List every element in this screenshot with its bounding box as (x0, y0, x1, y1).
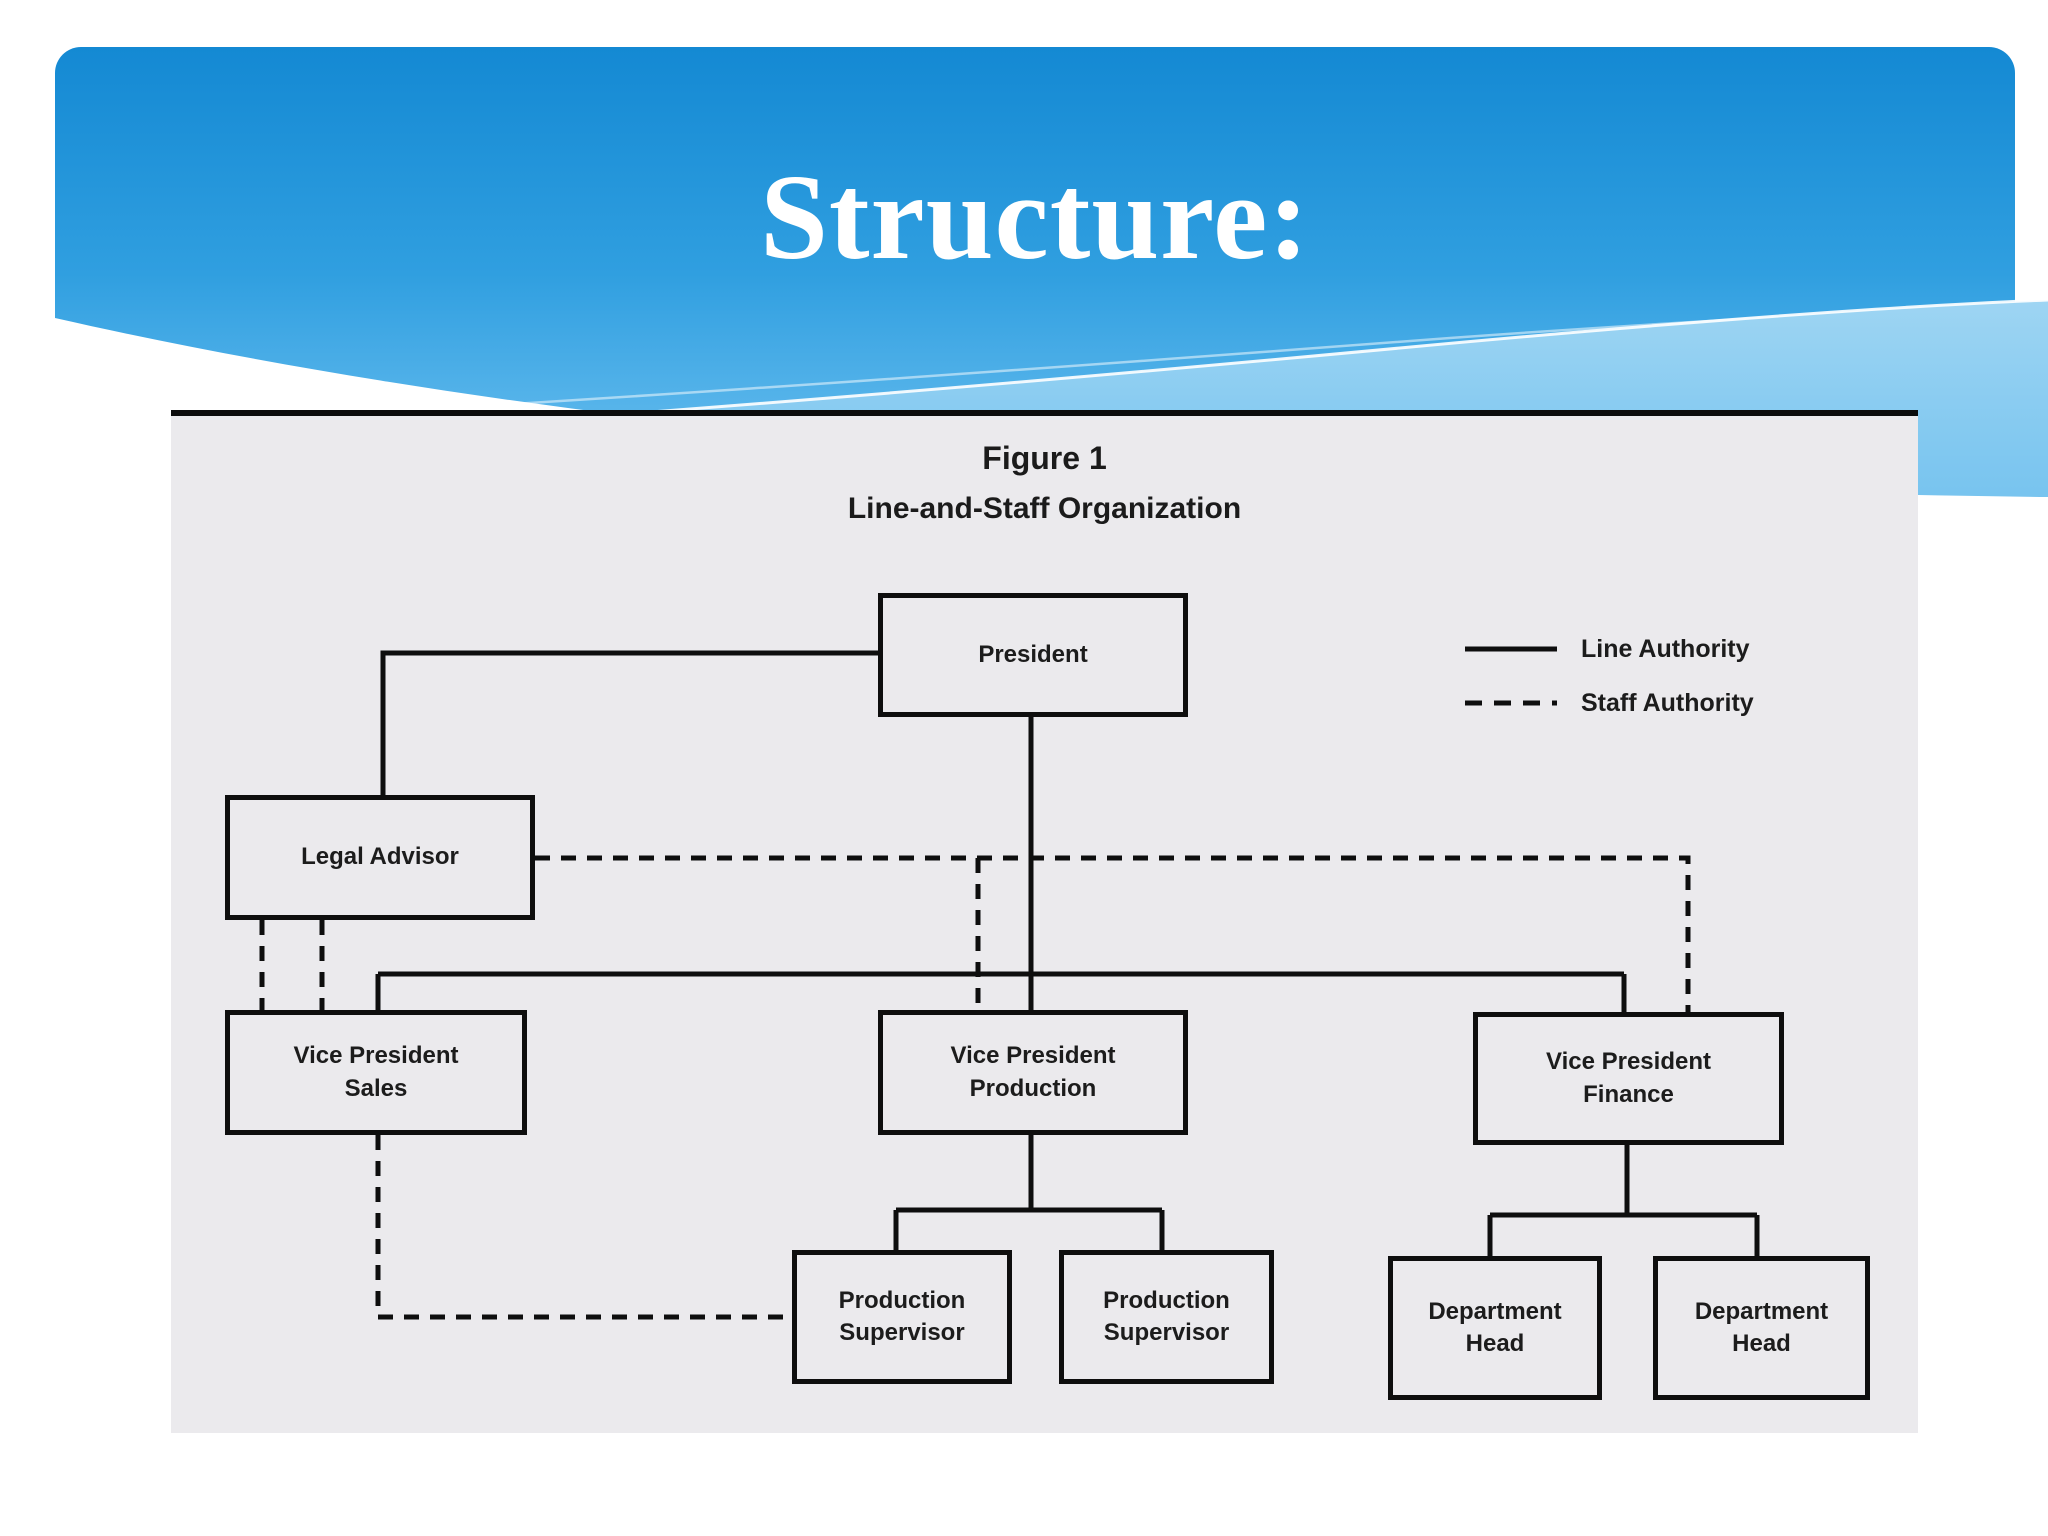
legend-label-line-authority: Line Authority (1581, 634, 1750, 663)
org-node-president: President (878, 593, 1188, 717)
node-label: Legal Advisor (301, 843, 459, 871)
org-node-department-head-1: Department Head (1388, 1256, 1602, 1400)
node-label: Vice President Finance (1546, 1048, 1711, 1108)
node-label: Vice President Production (950, 1042, 1116, 1102)
org-node-vp-production: Vice President Production (878, 1010, 1188, 1135)
node-label: Department Head (1694, 1297, 1829, 1357)
node-label: Production Supervisor (1103, 1286, 1230, 1346)
node-label: President (978, 640, 1088, 668)
org-node-department-head-2: Department Head (1653, 1256, 1870, 1400)
legend-label-staff-authority: Staff Authority (1581, 688, 1754, 717)
org-node-legal-advisor: Legal Advisor (225, 795, 535, 920)
legend-solid-line-icon (1465, 646, 1557, 652)
org-node-production-supervisor-2: Production Supervisor (1059, 1250, 1274, 1384)
node-label: Production Supervisor (838, 1286, 966, 1346)
legend-item-staff-authority: Staff Authority (1465, 685, 1754, 721)
org-node-vp-finance: Vice President Finance (1473, 1012, 1784, 1145)
org-node-production-supervisor-1: Production Supervisor (792, 1250, 1012, 1384)
org-node-vp-sales: Vice President Sales (225, 1010, 527, 1135)
slide-title: Structure: (760, 150, 1310, 285)
legend-item-line-authority: Line Authority (1465, 631, 1750, 667)
node-label: Vice President Sales (293, 1042, 459, 1102)
legend-dashed-line-icon (1465, 700, 1557, 706)
figure-subtitle: Line-and-Staff Organization (847, 492, 1242, 525)
figure-title: Figure 1 (982, 440, 1107, 476)
node-label: Department Head (1428, 1297, 1562, 1357)
